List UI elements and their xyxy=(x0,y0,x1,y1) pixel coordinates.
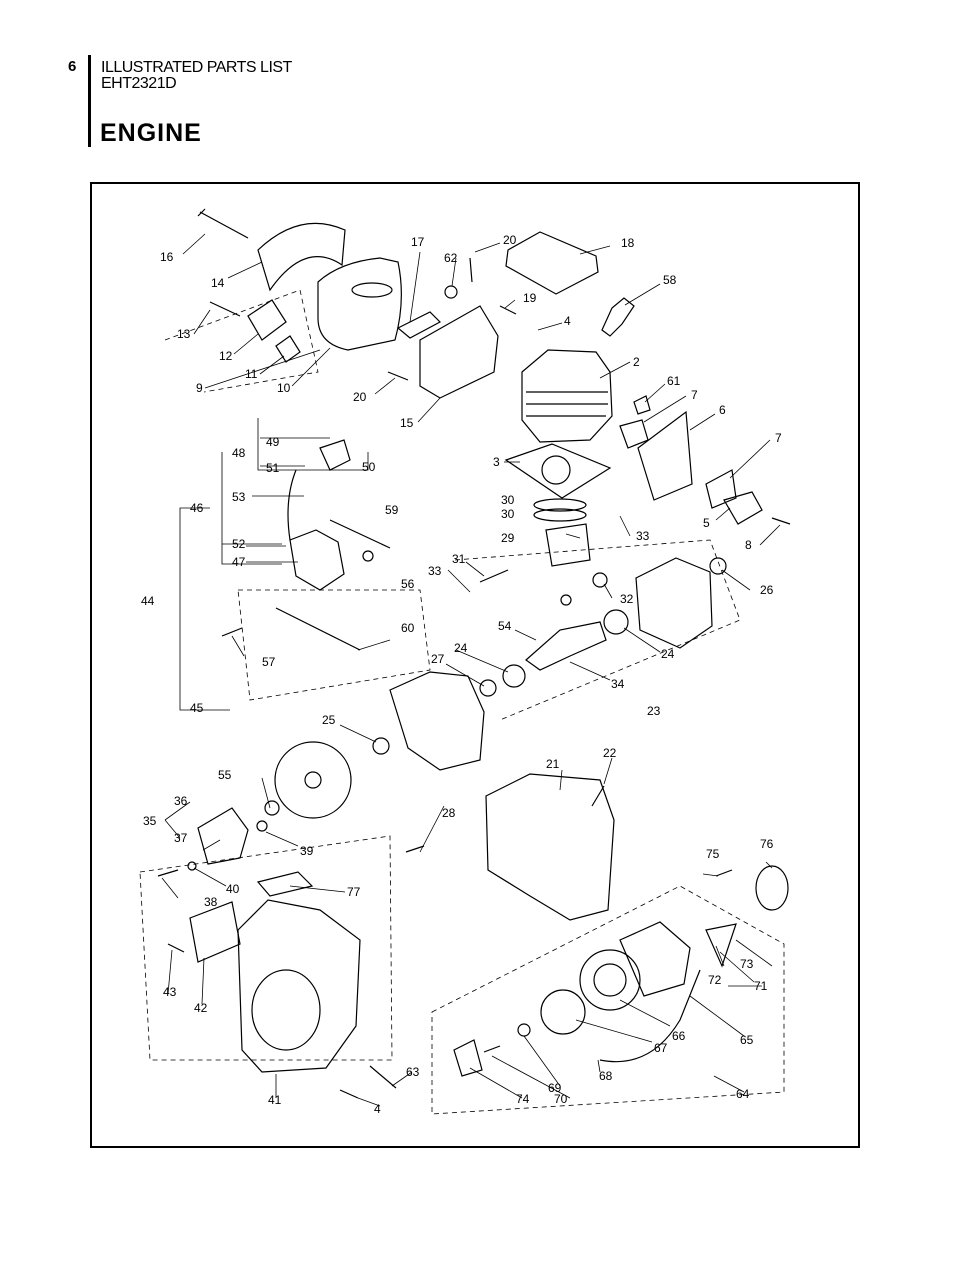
part-drawings xyxy=(157,208,791,1099)
callout-44: 44 xyxy=(141,594,155,608)
callout-labels: 16 14 17 20 62 18 58 19 4 13 12 11 9 10 … xyxy=(141,233,782,1116)
callout-43: 43 xyxy=(163,985,177,999)
callout-33: 33 xyxy=(428,564,442,578)
callout-20: 20 xyxy=(353,390,367,404)
callout-66: 66 xyxy=(672,1029,686,1043)
callout-24: 24 xyxy=(454,641,468,655)
page-number: 6 xyxy=(68,58,77,75)
callout-33: 33 xyxy=(636,529,650,543)
callout-38: 38 xyxy=(204,895,218,909)
callout-3: 3 xyxy=(493,455,500,469)
callout-7: 7 xyxy=(691,388,698,402)
callout-34: 34 xyxy=(611,677,625,691)
callout-14: 14 xyxy=(211,276,225,290)
callout-76: 76 xyxy=(760,837,774,851)
callout-23: 23 xyxy=(647,704,661,718)
callout-57: 57 xyxy=(262,655,276,669)
callout-21: 21 xyxy=(546,757,560,771)
callout-24: 24 xyxy=(661,647,675,661)
callout-11: 11 xyxy=(245,367,258,381)
leader-lines xyxy=(161,233,781,1107)
diagram-frame xyxy=(90,182,860,1148)
callout-51: 51 xyxy=(266,461,280,475)
model-number: EHT2321D xyxy=(101,75,177,92)
callout-68: 68 xyxy=(599,1069,613,1083)
callout-19: 19 xyxy=(523,291,537,305)
assembly-outlines xyxy=(139,289,785,1115)
callout-70: 70 xyxy=(554,1092,568,1106)
callout-9: 9 xyxy=(196,381,203,395)
callout-63: 63 xyxy=(406,1065,420,1079)
section-title: ENGINE xyxy=(100,119,202,147)
callout-7: 7 xyxy=(775,431,782,445)
callout-56: 56 xyxy=(401,577,415,591)
callout-47: 47 xyxy=(232,555,246,569)
callout-29: 29 xyxy=(501,531,515,545)
callout-40: 40 xyxy=(226,882,240,896)
callout-58: 58 xyxy=(663,273,677,287)
callout-75: 75 xyxy=(706,847,720,861)
callout-74: 74 xyxy=(516,1092,530,1106)
callout-39: 39 xyxy=(300,844,314,858)
callout-6: 6 xyxy=(719,403,726,417)
callout-49: 49 xyxy=(266,435,280,449)
callout-67: 67 xyxy=(654,1041,668,1055)
callout-61: 61 xyxy=(667,374,681,388)
callout-5: 5 xyxy=(703,516,710,530)
group-brackets xyxy=(164,418,762,987)
callout-28: 28 xyxy=(442,806,456,820)
callout-62: 62 xyxy=(444,251,458,265)
callout-18: 18 xyxy=(621,236,635,250)
callout-42: 42 xyxy=(194,1001,208,1015)
callout-17: 17 xyxy=(411,235,425,249)
callout-52: 52 xyxy=(232,537,246,551)
header-rule xyxy=(88,55,91,147)
callout-27: 27 xyxy=(431,652,445,666)
callout-35: 35 xyxy=(143,814,157,828)
callout-72: 72 xyxy=(708,973,722,987)
callout-59: 59 xyxy=(385,503,399,517)
callout-31: 31 xyxy=(452,552,466,566)
callout-46: 46 xyxy=(190,501,204,515)
callout-16: 16 xyxy=(160,250,174,264)
callout-13: 13 xyxy=(177,327,191,341)
callout-20: 20 xyxy=(503,233,517,247)
callout-30: 30 xyxy=(501,493,515,507)
callout-12: 12 xyxy=(219,349,233,363)
callout-73: 73 xyxy=(740,957,754,971)
callout-69: 69 xyxy=(548,1081,562,1095)
callout-32: 32 xyxy=(620,592,634,606)
callout-60: 60 xyxy=(401,621,415,635)
callout-15: 15 xyxy=(400,416,414,430)
document-title: ILLUSTRATED PARTS LIST xyxy=(101,59,292,76)
callout-37: 37 xyxy=(174,831,188,845)
callout-71: 71 xyxy=(754,979,768,993)
callout-65: 65 xyxy=(740,1033,754,1047)
callout-25: 25 xyxy=(322,713,336,727)
callout-8: 8 xyxy=(745,538,752,552)
callout-26: 26 xyxy=(760,583,774,597)
callout-53: 53 xyxy=(232,490,246,504)
callout-41: 41 xyxy=(268,1093,282,1107)
callout-54: 54 xyxy=(498,619,512,633)
callout-4: 4 xyxy=(564,314,571,328)
callout-77: 77 xyxy=(347,885,361,899)
callout-4: 4 xyxy=(374,1102,381,1116)
callout-30: 30 xyxy=(501,507,515,521)
callout-10: 10 xyxy=(277,381,291,395)
callout-36: 36 xyxy=(174,794,188,808)
callout-2: 2 xyxy=(633,355,640,369)
callout-45: 45 xyxy=(190,701,204,715)
callout-64: 64 xyxy=(736,1087,750,1101)
callout-48: 48 xyxy=(232,446,246,460)
callout-22: 22 xyxy=(603,746,617,760)
callout-55: 55 xyxy=(218,768,232,782)
callout-50: 50 xyxy=(362,460,376,474)
